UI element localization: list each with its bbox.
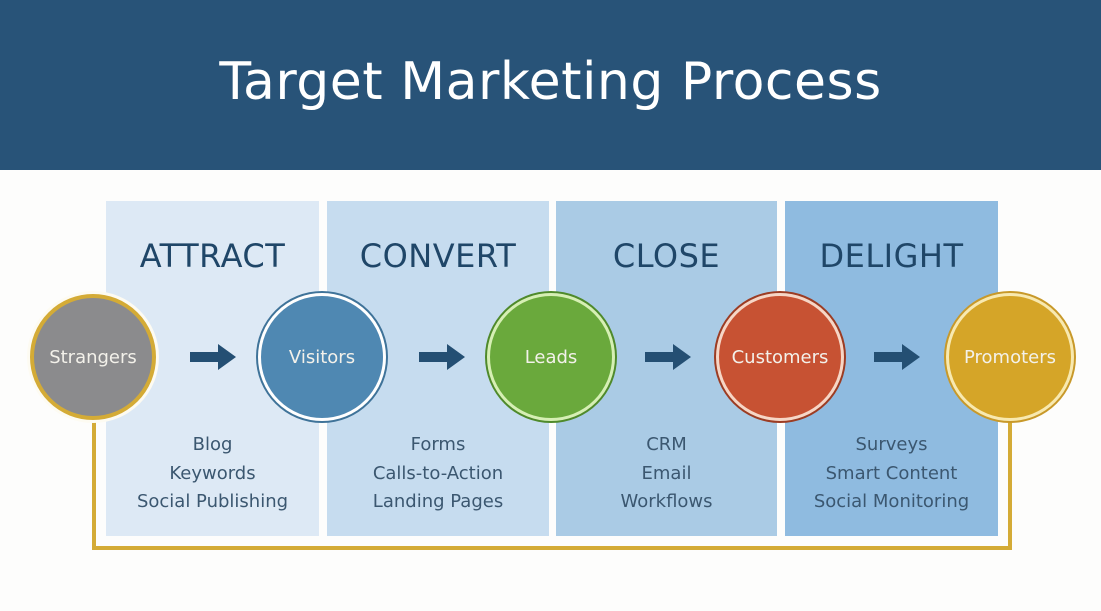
tool-item: Keywords: [169, 462, 256, 484]
tool-item: Social Publishing: [136, 491, 289, 512]
feedback-loop-line: [92, 420, 1012, 550]
right-arrow-icon: [645, 344, 691, 370]
stage-label: DELIGHT: [819, 237, 964, 275]
tool-item: Smart Content: [825, 462, 958, 484]
tool-item: CRM: [646, 434, 687, 455]
right-arrow-icon: [419, 344, 465, 370]
tool-item: Social Monitoring: [813, 491, 970, 512]
stage-tools: Surveys Smart Content Social Monitoring: [785, 431, 998, 517]
node-label: Visitors: [288, 346, 356, 368]
tool-item: Workflows: [620, 491, 713, 512]
tool-item: Calls-to-Action: [372, 462, 504, 484]
stage-label: ATTRACT: [139, 237, 286, 275]
stage-label: CLOSE: [612, 237, 721, 275]
node-visitors: Visitors: [256, 291, 388, 423]
node-leads: Leads: [485, 291, 617, 423]
tool-item: Forms: [410, 434, 466, 455]
stage-tools: Forms Calls-to-Action Landing Pages: [327, 431, 549, 517]
right-arrow-icon: [874, 344, 920, 370]
node-label: Strangers: [49, 346, 137, 368]
header-banner: Target Marketing Process: [0, 0, 1101, 170]
tool-item: Email: [641, 462, 692, 484]
node-label: Leads: [524, 346, 578, 368]
tool-item: Blog: [192, 434, 233, 455]
node-strangers: Strangers: [27, 291, 159, 423]
tool-item: Surveys: [855, 434, 928, 455]
right-arrow-icon: [190, 344, 236, 370]
stage-tools: Blog Keywords Social Publishing: [106, 431, 319, 517]
node-promoters: Promoters: [944, 291, 1076, 423]
stage-tools: CRM Email Workflows: [556, 431, 777, 517]
stage-label: CONVERT: [359, 237, 517, 275]
node-customers: Customers: [714, 291, 846, 423]
node-label: Customers: [731, 346, 829, 368]
node-label: Promoters: [963, 346, 1056, 368]
tool-item: Landing Pages: [372, 491, 504, 512]
page-title: Target Marketing Process: [219, 52, 882, 112]
